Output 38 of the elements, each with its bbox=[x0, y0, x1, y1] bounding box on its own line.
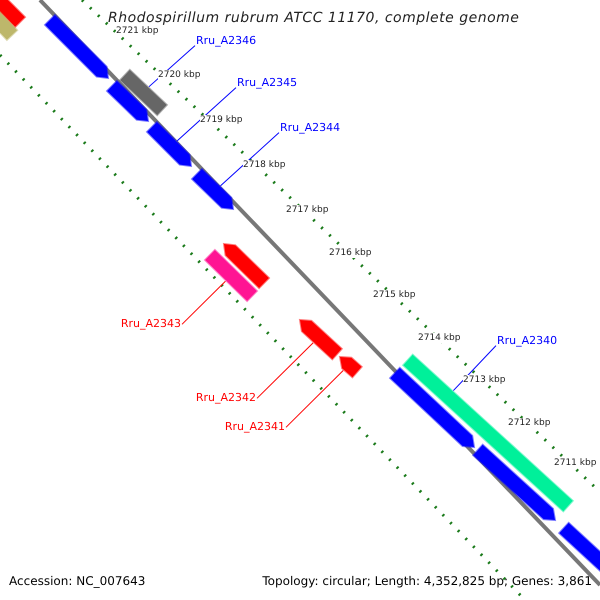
gene-label: Rru_A2341 bbox=[224, 421, 285, 434]
gene-label: Rru_A2343 bbox=[120, 318, 181, 331]
genome-info-note: Topology: circular; Length: 4,352,825 bp; Genes: 3,861 bbox=[262, 575, 592, 589]
scale-tick-label: 2713 kbp bbox=[463, 375, 506, 386]
scale-tick-label: 2721 kbp bbox=[116, 26, 158, 36]
chart-title: Rhodospirillum rubrum ATCC 11170, complete genome bbox=[108, 10, 520, 26]
gene-feature-bar bbox=[298, 318, 344, 361]
gene-feature-bar bbox=[146, 120, 192, 168]
gene-label: Rru_A2346 bbox=[196, 35, 256, 48]
accession-note: Accession: NC_007643 bbox=[9, 575, 146, 589]
gene-feature-bar bbox=[222, 242, 270, 290]
leader-line bbox=[176, 87, 236, 142]
gene-feature-bar bbox=[44, 14, 110, 80]
scale-tick-label: 2715 kbp bbox=[373, 290, 416, 300]
gene-label: Rru_A2345 bbox=[237, 77, 298, 90]
scale-tick-label: 2716 kbp bbox=[329, 248, 372, 258]
scale-tick-label: 2712 kbp bbox=[508, 418, 550, 428]
scale-tick-label: 2717 kbp bbox=[286, 205, 328, 216]
scale-tick-label: 2714 kbp bbox=[418, 333, 460, 344]
gene-label: Rru_A2344 bbox=[280, 122, 340, 135]
gene-label: Rru_A2340 bbox=[497, 335, 558, 348]
gene-feature-bar bbox=[0, 0, 26, 28]
gene-label: Rru_A2342 bbox=[196, 392, 256, 405]
scale-tick-label: 2718 kbp bbox=[243, 160, 286, 170]
scale-tick-label: 2711 kbp bbox=[554, 458, 596, 468]
scale-tick-label: 2719 kbp bbox=[200, 115, 242, 126]
gene-feature-bar bbox=[472, 443, 556, 522]
leader-line bbox=[220, 132, 280, 186]
gene-feature-bar bbox=[402, 353, 574, 513]
gene-feature-bar bbox=[190, 168, 234, 210]
gene-feature-bar bbox=[338, 356, 363, 379]
leader-line bbox=[182, 280, 226, 325]
leader-line bbox=[286, 370, 344, 428]
gene-feature-bar bbox=[204, 248, 258, 302]
leader-line bbox=[452, 345, 496, 392]
gene-feature-bar bbox=[106, 80, 150, 122]
leader-line bbox=[256, 342, 314, 399]
scale-tick-label: 2720 kbp bbox=[158, 70, 200, 80]
